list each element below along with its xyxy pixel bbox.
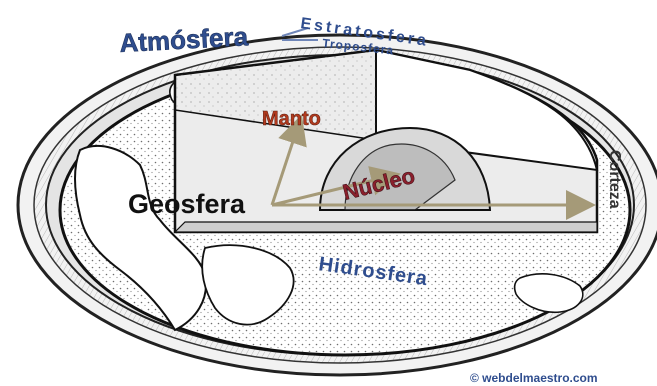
label-geosfera: Geosfera: [128, 189, 246, 219]
label-corteza: Corteza: [606, 150, 623, 209]
crust-band: [175, 222, 597, 232]
label-manto: Manto: [262, 108, 321, 130]
credit-text: © webdelmaestro.com: [470, 371, 598, 385]
